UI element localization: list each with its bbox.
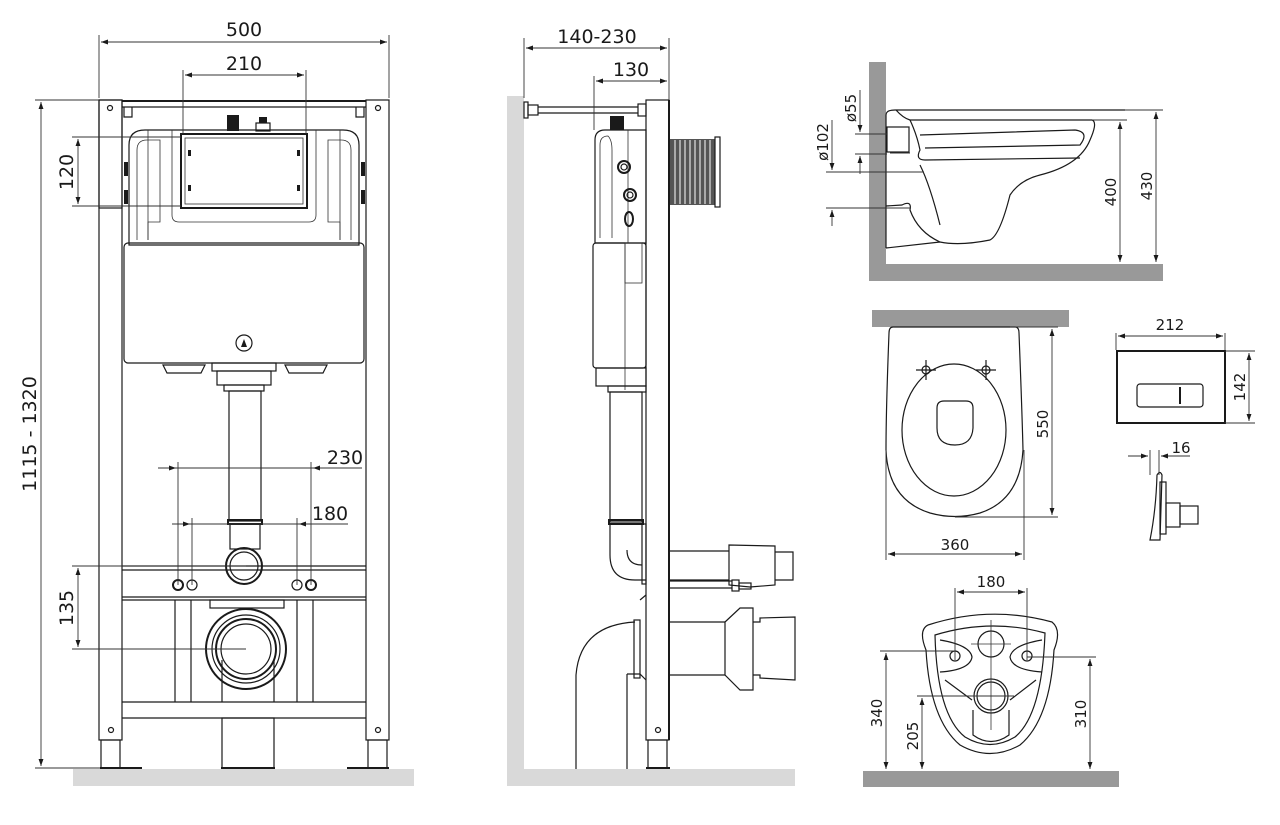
frame-upright	[645, 99, 670, 741]
bowl-back-view: 180 340 205 310	[863, 573, 1119, 787]
dim-bolt-inner: 180	[312, 503, 348, 525]
floor	[73, 769, 414, 786]
dim-outlet-height: 205	[904, 722, 922, 751]
bowl-back-outline	[921, 613, 1059, 754]
dim-frame-depth: 130	[613, 59, 649, 81]
dim-frame-width: 500	[226, 19, 262, 41]
flush-pipe	[228, 390, 262, 522]
frame-right-upright	[365, 99, 390, 741]
dim-bowl-width: 360	[941, 536, 970, 554]
bellows	[670, 139, 715, 205]
side-flush-pipe	[609, 391, 643, 523]
dim-wall-distance: 140-230	[557, 26, 636, 48]
wall	[872, 310, 1069, 327]
dim-plate-thickness: 16	[1171, 439, 1190, 457]
frame-left-upright	[98, 99, 123, 209]
dim-bolt-height-right: 310	[1072, 700, 1090, 729]
dim-frame-height: 1115 - 1320	[19, 376, 41, 492]
bowl-side-view: 400 430 ø55 ø102	[814, 62, 1163, 281]
dim-bowl-length: 550	[1034, 410, 1052, 439]
wall	[507, 96, 524, 786]
wall	[869, 62, 886, 280]
dim-bolt-height: 340	[868, 699, 886, 728]
dim-bolt-spacing: 180	[977, 573, 1006, 591]
dim-bolt-outer: 230	[327, 447, 363, 469]
flush-plate-view: 212 142 16	[1115, 316, 1255, 541]
dim-waste-to-inlet: 135	[56, 590, 78, 626]
dim-outlet-diameter: ø102	[814, 123, 832, 161]
dim-inlet-diameter: ø55	[842, 94, 860, 122]
dim-plate-width: 212	[1156, 316, 1185, 334]
dim-bowl-height-total: 430	[1138, 172, 1156, 201]
side-view: 140-230 130	[507, 26, 796, 786]
cistern-side	[594, 129, 647, 244]
flush-plate	[1116, 350, 1226, 424]
dim-flush-opening-width: 210	[226, 53, 262, 75]
dim-plate-height: 142	[1231, 373, 1249, 402]
floor	[507, 769, 795, 786]
cistern-upper	[128, 129, 360, 246]
bowl-side-outline	[885, 109, 1125, 249]
floor	[863, 771, 1119, 787]
floor	[869, 264, 1163, 281]
dim-flush-opening-height: 120	[56, 154, 78, 190]
flush-opening	[180, 133, 308, 209]
flush-button	[1136, 383, 1204, 408]
bowl-top-outline	[885, 326, 1024, 518]
bowl-top-view: 550 360	[872, 310, 1069, 560]
dim-bowl-height-inner: 400	[1102, 178, 1120, 207]
front-view: 500 210 120 1115 - 1320 230 180 135	[19, 19, 414, 786]
